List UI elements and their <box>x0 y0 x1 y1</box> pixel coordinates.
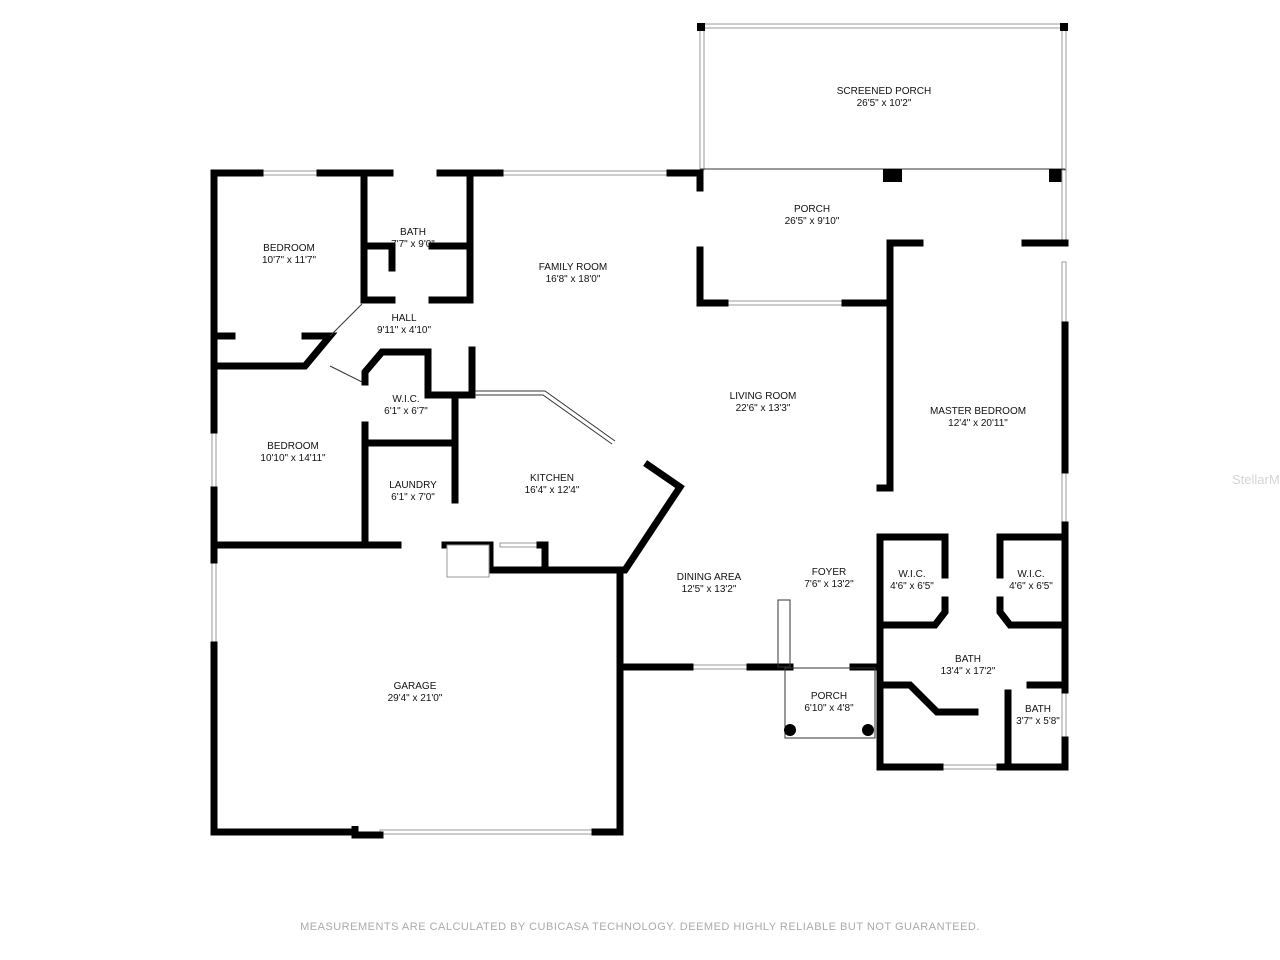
walls <box>210 169 1069 839</box>
footer-disclaimer: MEASUREMENTS ARE CALCULATED BY CUBICASA … <box>300 921 980 933</box>
room-label-wic-master-1: W.I.C.4'6" x 6'5" <box>890 569 934 592</box>
room-label-wic: W.I.C.6'1" x 6'7" <box>384 394 428 417</box>
watermark: StellarMLS <box>1232 472 1280 487</box>
room-label-wic-master-2: W.I.C.4'6" x 6'5" <box>1009 569 1053 592</box>
fixtures <box>329 303 876 739</box>
screened-porch-frame <box>697 23 1068 526</box>
windows <box>211 170 1067 835</box>
